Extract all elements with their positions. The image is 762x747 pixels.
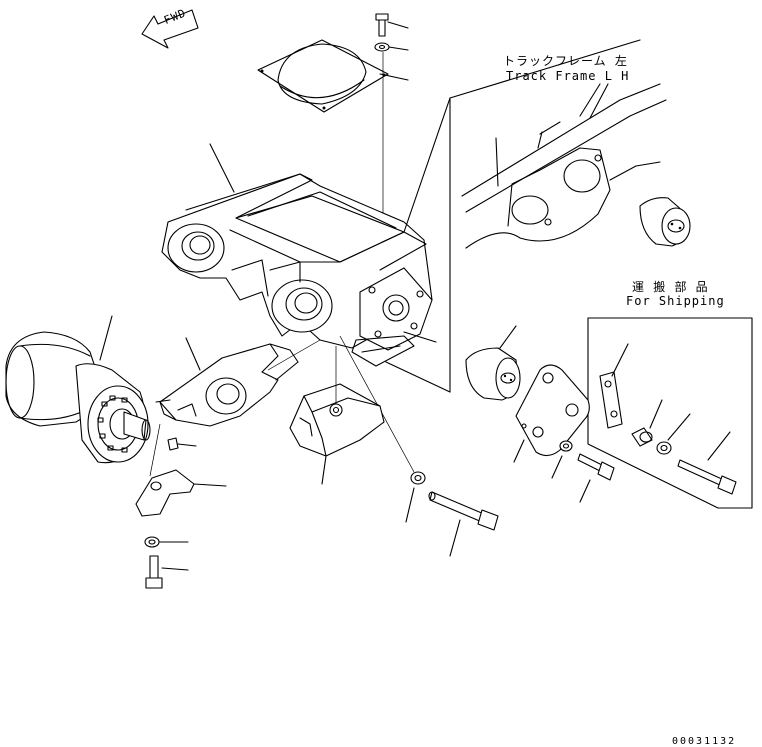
shipping-label-jp: 運 搬 部 品 bbox=[632, 280, 709, 294]
lower-washer bbox=[144, 536, 189, 548]
lower-bolt bbox=[145, 555, 189, 589]
track-frame-label-en: Track Frame L H bbox=[506, 69, 630, 83]
retainer-washer bbox=[551, 440, 573, 479]
roller-bolt-ring bbox=[97, 395, 128, 453]
small-pin bbox=[149, 423, 197, 477]
bogie-housing bbox=[161, 143, 433, 367]
retainer-plate bbox=[513, 364, 590, 463]
fwd-arrow-icon bbox=[141, 9, 199, 49]
top-bolt bbox=[375, 13, 409, 37]
bushing bbox=[465, 325, 521, 401]
shipping-label-en: For Shipping bbox=[626, 294, 725, 308]
guard-block bbox=[289, 346, 385, 485]
top-washer bbox=[374, 42, 409, 52]
retainer-bolt bbox=[577, 453, 615, 503]
long-bolt bbox=[428, 491, 499, 557]
shipping-bolt bbox=[677, 431, 737, 495]
shipping-collar bbox=[631, 399, 663, 447]
bushing-inset bbox=[639, 197, 691, 247]
track-frame-label-jp: トラックフレーム 左 bbox=[503, 54, 628, 68]
clamp-bracket bbox=[135, 469, 227, 517]
shipping-box bbox=[587, 317, 753, 509]
drawing-number: 00031132 bbox=[672, 736, 737, 747]
top-cover-plate bbox=[257, 39, 409, 113]
bogie-link bbox=[155, 337, 321, 427]
shipping-plate bbox=[599, 343, 629, 429]
track-roller bbox=[5, 315, 151, 464]
track-frame-inset bbox=[449, 39, 667, 393]
shipping-washer bbox=[656, 413, 691, 455]
